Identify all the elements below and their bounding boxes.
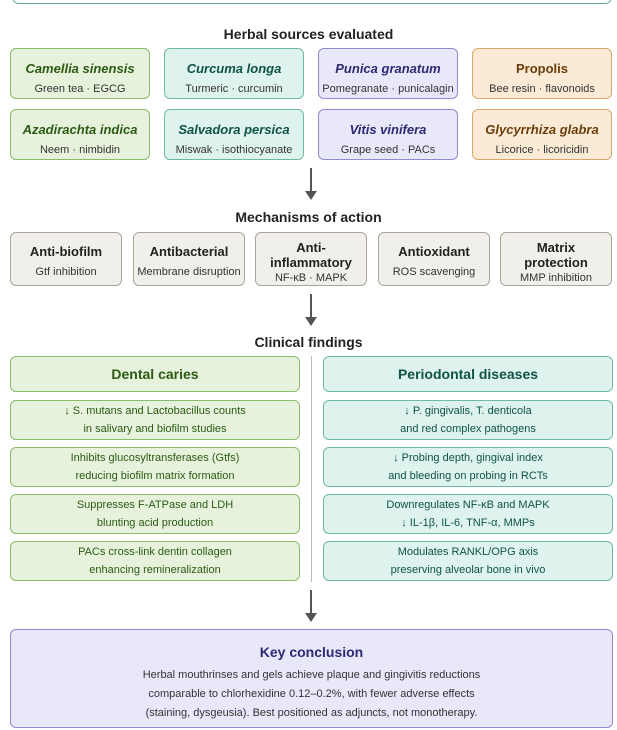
source-card-azadirachta: Azadirachta indica Neem · nimbidin: [10, 109, 150, 160]
finding-line-1: PACs cross-link dentin collagen: [78, 546, 232, 558]
finding-line-2: ↓ IL-1β, IL-6, TNF-α, MMPs: [401, 517, 535, 529]
finding-line-2: in salivary and biofilm studies: [83, 423, 227, 435]
column-divider: [311, 356, 312, 582]
mechanism-sub: MMP inhibition: [520, 272, 592, 284]
caries-finding: PACs cross-link dentin collagen enhancin…: [10, 541, 300, 581]
mechanism-card-anti-inflammatory: Anti- inflammatory NF-κB · MAPK: [255, 232, 367, 286]
key-conclusion-box: Key conclusion Herbal mouthrinses and ge…: [10, 629, 613, 728]
mechanism-card-anti-biofilm: Anti-biofilm Gtf inhibition: [10, 232, 122, 286]
source-name: Punica granatum: [335, 61, 441, 76]
flow-arrow-line: [310, 294, 312, 318]
previous-section-box: [12, 0, 612, 4]
perio-finding: Downregulates NF-κB and MAPK ↓ IL-1β, IL…: [323, 494, 613, 534]
mechanism-title-line-2: inflammatory: [270, 255, 352, 270]
finding-line-1: ↓ S. mutans and Lactobacillus counts: [64, 405, 246, 417]
finding-line-1: Suppresses F-ATPase and LDH: [76, 499, 234, 511]
source-sub: Licorice · licoricidin: [495, 144, 589, 156]
caries-finding: Suppresses F-ATPase and LDH blunting aci…: [10, 494, 300, 534]
flow-arrow-head: [305, 317, 317, 326]
flow-arrow-line: [310, 168, 312, 192]
caries-finding: Inhibits glucosyltransferases (Gtfs) red…: [10, 447, 300, 487]
section-title-mechanisms: Mechanisms of action: [235, 209, 382, 225]
section-title-sources: Herbal sources evaluated: [223, 26, 394, 42]
mechanism-title-line-1: Anti-: [296, 240, 326, 255]
flow-arrow-head: [305, 613, 317, 622]
mechanism-title: Antioxidant: [398, 244, 470, 259]
source-card-glycyrrhiza: Glycyrrhiza glabra Licorice · licoricidi…: [472, 109, 612, 160]
source-name: Camellia sinensis: [25, 61, 135, 76]
mechanism-title-line-1: Matrix: [536, 240, 576, 255]
mechanism-sub: NF-κB · MAPK: [274, 272, 348, 284]
source-card-punica: Punica granatum Pomegranate · punicalagi…: [318, 48, 458, 99]
mechanism-sub: Gtf inhibition: [35, 266, 97, 278]
finding-line-2: and bleeding on probing in RCTs: [388, 470, 548, 482]
mechanism-card-matrix-protection: Matrix protection MMP inhibition: [500, 232, 612, 286]
section-title-clinical: Clinical findings: [254, 334, 363, 350]
perio-finding: Modulates RANKL/OPG axis preserving alve…: [323, 541, 613, 581]
mechanism-sub: ROS scavenging: [392, 266, 476, 278]
conclusion-title: Key conclusion: [259, 644, 364, 660]
finding-line-1: ↓ P. gingivalis, T. denticola: [404, 405, 532, 417]
caries-heading: Dental caries: [111, 366, 199, 382]
finding-line-2: preserving alveolar bone in vivo: [390, 564, 546, 576]
mechanism-title-line-2: protection: [524, 255, 588, 270]
caries-heading-box: Dental caries: [10, 356, 300, 392]
perio-heading: Periodontal diseases: [397, 366, 539, 382]
source-sub: Turmeric · curcumin: [185, 83, 283, 95]
source-card-propolis: Propolis Bee resin · flavonoids: [472, 48, 612, 99]
source-name: Vitis vinifera: [349, 122, 427, 137]
mechanism-sub: Membrane disruption: [137, 266, 241, 278]
source-name: Propolis: [515, 61, 568, 76]
conclusion-line-3: (staining, dysgeusia). Best positioned a…: [145, 707, 478, 719]
source-card-camellia: Camellia sinensis Green tea · EGCG: [10, 48, 150, 99]
source-sub: Pomegranate · punicalagin: [322, 83, 454, 95]
perio-finding: ↓ Probing depth, gingival index and blee…: [323, 447, 613, 487]
finding-line-2: enhancing remineralization: [89, 564, 221, 576]
finding-line-1: ↓ Probing depth, gingival index: [393, 452, 543, 464]
conclusion-line-2: comparable to chlorhexidine 0.12–0.2%, w…: [148, 688, 475, 700]
finding-line-2: reducing biofilm matrix formation: [75, 470, 235, 482]
source-card-vitis: Vitis vinifera Grape seed · PACs: [318, 109, 458, 160]
finding-line-1: Downregulates NF-κB and MAPK: [386, 499, 550, 511]
source-name: Glycyrrhiza glabra: [485, 122, 599, 137]
mechanism-card-antibacterial: Antibacterial Membrane disruption: [133, 232, 245, 286]
source-sub: Green tea · EGCG: [34, 83, 126, 95]
source-sub: Bee resin · flavonoids: [489, 83, 595, 95]
mechanism-card-antioxidant: Antioxidant ROS scavenging: [378, 232, 490, 286]
source-name: Azadirachta indica: [22, 122, 138, 137]
flow-arrow-head: [305, 191, 317, 200]
finding-line-1: Modulates RANKL/OPG axis: [397, 546, 539, 558]
source-name: Salvadora persica: [178, 122, 290, 137]
mechanism-title: Matrix protection: [501, 240, 611, 270]
flow-arrow-line: [310, 590, 312, 614]
mechanism-title: Anti- inflammatory: [256, 240, 366, 270]
source-name: Curcuma longa: [186, 61, 282, 76]
mechanism-title: Anti-biofilm: [29, 244, 103, 259]
source-card-curcuma: Curcuma longa Turmeric · curcumin: [164, 48, 304, 99]
caries-finding: ↓ S. mutans and Lactobacillus counts in …: [10, 400, 300, 440]
source-sub: Miswak · isothiocyanate: [175, 144, 293, 156]
finding-line-1: Inhibits glucosyltransferases (Gtfs): [70, 452, 240, 464]
source-sub: Neem · nimbidin: [39, 144, 121, 156]
conclusion-line-1: Herbal mouthrinses and gels achieve plaq…: [142, 669, 481, 681]
source-card-salvadora: Salvadora persica Miswak · isothiocyanat…: [164, 109, 304, 160]
perio-heading-box: Periodontal diseases: [323, 356, 613, 392]
mechanism-title: Antibacterial: [149, 244, 229, 259]
finding-line-2: and red complex pathogens: [400, 423, 536, 435]
finding-line-2: blunting acid production: [96, 517, 214, 529]
source-sub: Grape seed · PACs: [340, 144, 436, 156]
perio-finding: ↓ P. gingivalis, T. denticola and red co…: [323, 400, 613, 440]
